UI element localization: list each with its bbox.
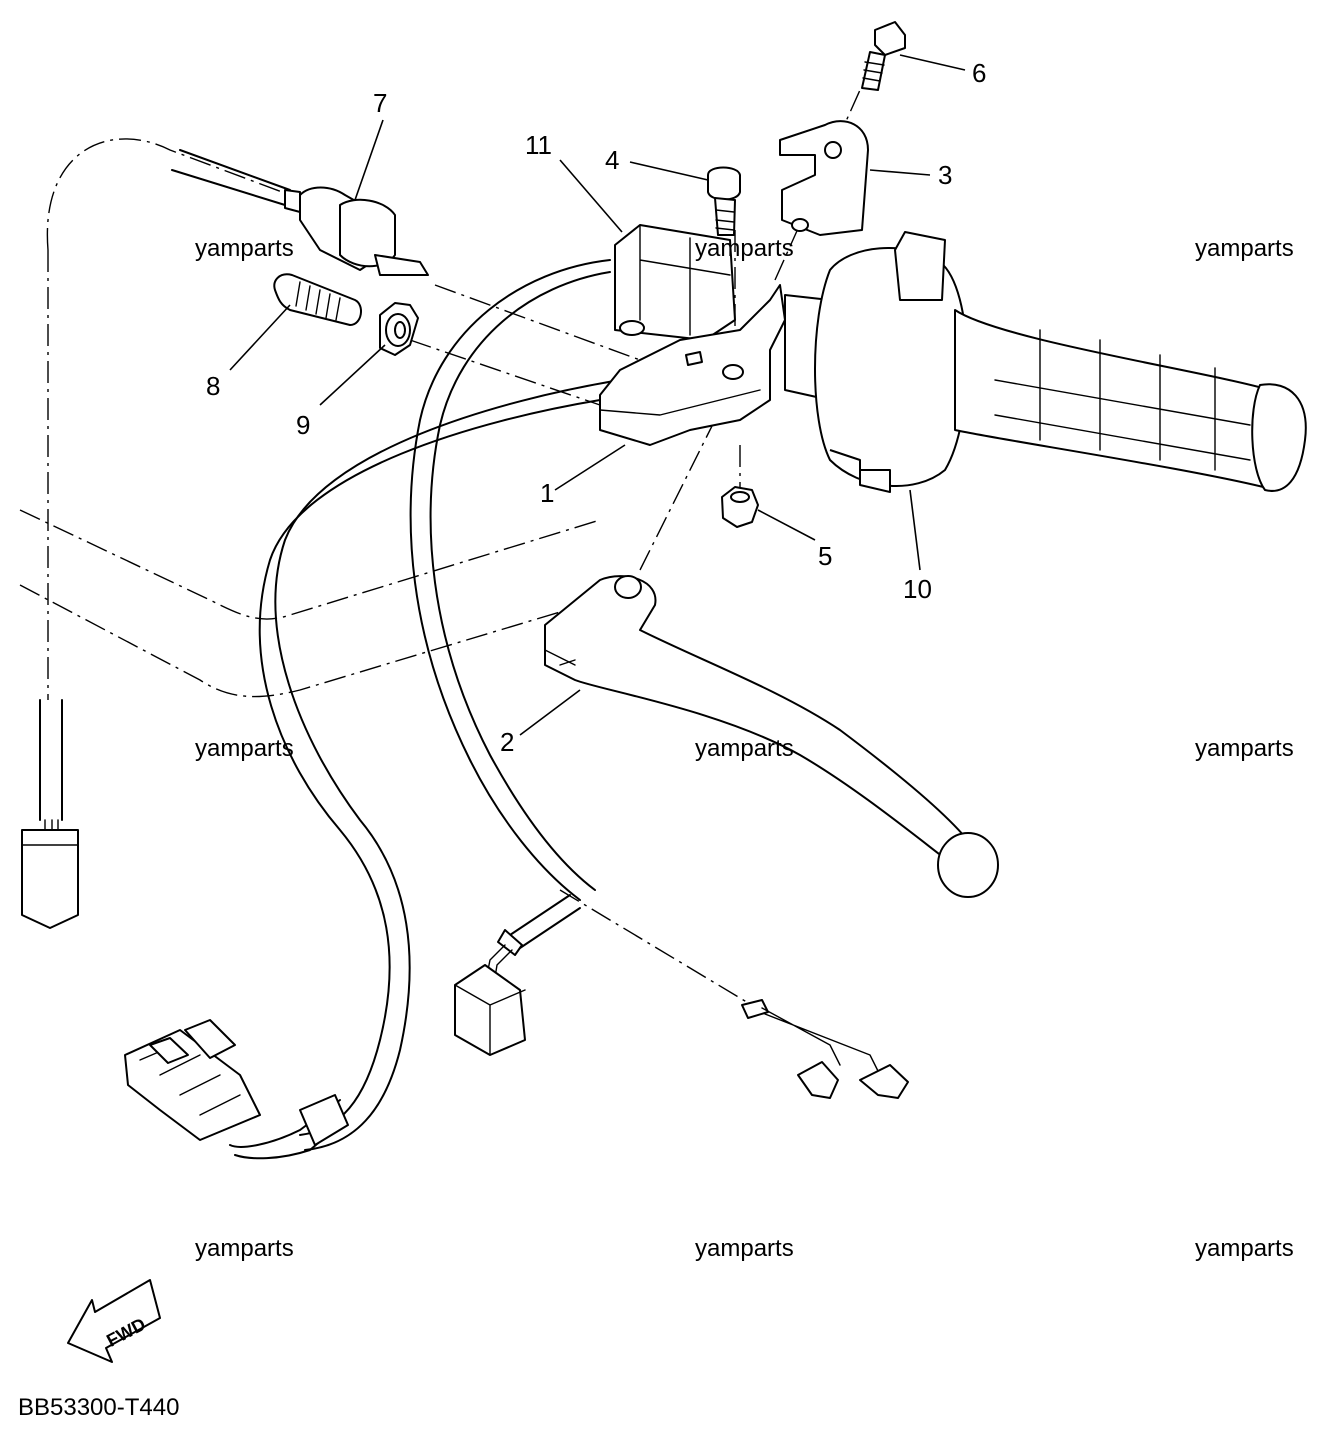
watermark: yamparts <box>195 1235 294 1262</box>
label-part-11: 11 <box>525 130 552 160</box>
watermark: yamparts <box>1195 735 1294 762</box>
part-7-clutch-switch <box>171 149 429 276</box>
left-cable-connector <box>21 699 79 929</box>
watermark: yamparts <box>695 735 794 762</box>
watermark: yamparts <box>1195 235 1294 262</box>
part-6-bolt <box>861 21 906 91</box>
part-4-bolt <box>707 166 741 236</box>
fwd-arrow-icon: FWD <box>67 1279 161 1363</box>
diagram-code: BB53300-T440 <box>18 1394 179 1421</box>
label-part-6: 6 <box>972 58 986 88</box>
watermark: yamparts <box>695 235 794 262</box>
part-8-adjuster <box>273 273 362 326</box>
part-10-switch-and-grip <box>784 231 1307 493</box>
part-5-nut <box>721 486 759 528</box>
watermark: yamparts <box>695 1235 794 1262</box>
label-part-8: 8 <box>206 371 220 401</box>
part-labels: 1 2 3 4 5 6 7 8 9 10 11 <box>206 58 986 757</box>
part-2-lever <box>544 575 999 898</box>
label-part-4: 4 <box>605 145 619 175</box>
part-3-clamp <box>779 120 869 236</box>
label-part-2: 2 <box>500 727 514 757</box>
label-part-5: 5 <box>818 541 832 571</box>
leader-lines <box>229 54 966 736</box>
label-part-7: 7 <box>373 88 387 118</box>
part-1-lever-holder <box>599 284 786 446</box>
watermarks: yamparts yamparts yamparts yamparts yamp… <box>195 235 1294 1262</box>
part-9-locknut <box>379 302 419 356</box>
label-part-3: 3 <box>938 160 952 190</box>
label-part-10: 10 <box>903 574 932 604</box>
switch-wire-harness <box>124 259 909 1160</box>
watermark: yamparts <box>1195 1235 1294 1262</box>
watermark: yamparts <box>195 735 294 762</box>
watermark: yamparts <box>195 235 294 262</box>
part-11-holder-cover <box>614 224 736 341</box>
label-part-9: 9 <box>296 410 310 440</box>
label-part-1: 1 <box>540 478 554 508</box>
